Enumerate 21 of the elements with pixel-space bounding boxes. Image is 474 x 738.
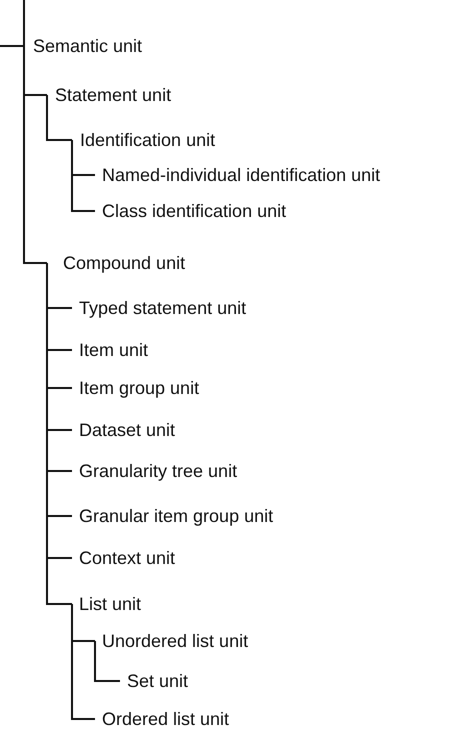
tree-node-label: List unit <box>72 591 142 617</box>
tree-node-label: Identification unit <box>72 127 216 153</box>
tree-node-label: Dataset unit <box>72 417 176 443</box>
tree-node-label: Ordered list unit <box>95 706 230 732</box>
tree-node-label: Named-individual identification unit <box>95 162 380 188</box>
tree-connector <box>94 641 120 682</box>
tree-node-label: Unordered list unit <box>95 628 248 654</box>
tree-node-label: Typed statement unit <box>72 295 246 321</box>
tree-connector <box>46 95 72 141</box>
tree-node-label: Set unit <box>120 668 188 694</box>
tree-node-label: Item unit <box>72 337 148 363</box>
tree-connector <box>23 46 47 264</box>
tree-node-label: Granularity tree unit <box>72 458 238 484</box>
tree-node-label: Semantic unit <box>24 33 142 59</box>
tree-node-label: Item group unit <box>72 375 200 401</box>
tree-node-label: Statement unit <box>47 82 172 108</box>
tree-node-label: Granular item group unit <box>72 503 274 529</box>
tree-node-label: Class identification unit <box>95 198 286 224</box>
tree-node-label: Context unit <box>72 545 176 571</box>
tree-connector <box>0 0 25 47</box>
tree-node-label: Compound unit <box>47 250 186 276</box>
